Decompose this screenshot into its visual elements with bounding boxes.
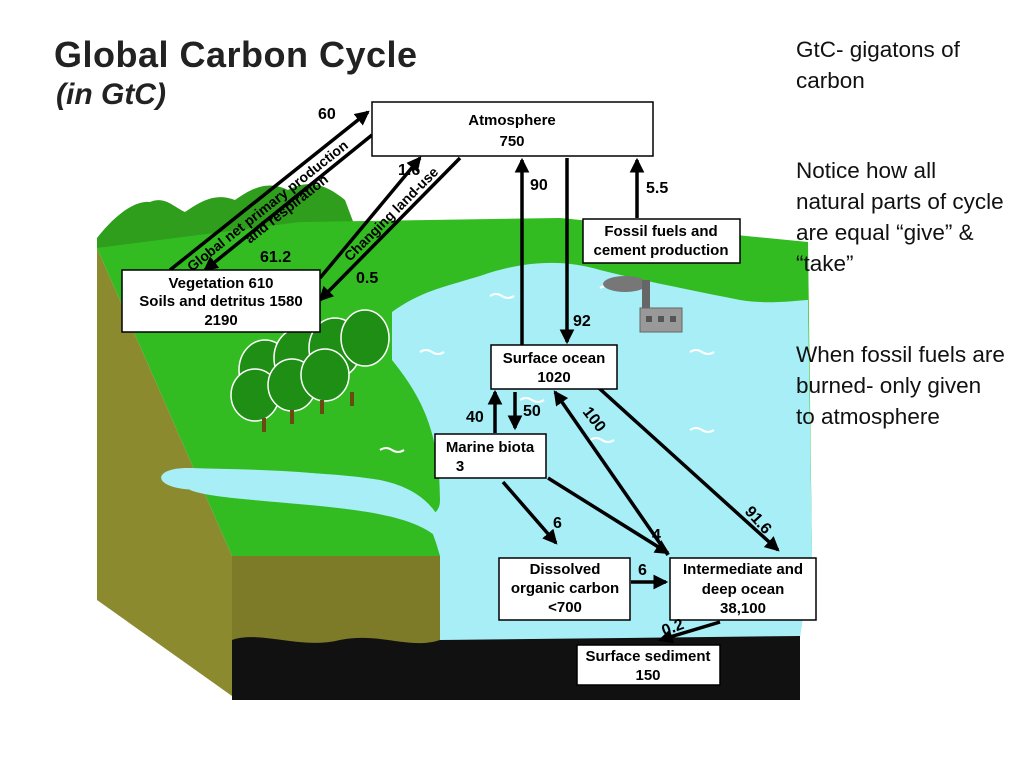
doc-line-3: <700 <box>548 599 582 616</box>
note-fossil-fuels: When fossil fuels are burned- only given… <box>796 342 1005 429</box>
vegetation-line-2: Soils and detritus 1580 <box>139 293 302 310</box>
vegetation-line-3: 2190 <box>204 312 237 329</box>
atmosphere-box: Atmosphere 750 <box>371 101 654 157</box>
flow-npp-down-value: 61.2 <box>260 249 291 266</box>
deep-ocean-line-2: deep ocean <box>702 581 785 598</box>
flow-landuse-down-value: 0.5 <box>356 270 378 287</box>
surface-ocean-value: 1020 <box>537 369 570 386</box>
fossil-fuels-line-2: cement production <box>593 242 728 259</box>
sediment-label: Surface sediment <box>585 648 710 665</box>
flow-biota-up-value: 40 <box>466 409 484 426</box>
flow-ocean-up-value: 90 <box>530 177 548 194</box>
arrow-npp-up <box>168 110 370 272</box>
page-title: Global Carbon Cycle <box>54 34 418 75</box>
marine-biota-box: Marine biota 3 <box>434 433 547 479</box>
river <box>190 468 440 540</box>
surface-sediment-box: Surface sediment 150 <box>576 644 721 686</box>
sediment-value: 150 <box>635 667 660 684</box>
arrow-biota-to-deep <box>547 476 670 555</box>
dissolved-organic-carbon-box: Dissolved organic carbon <700 <box>498 557 631 621</box>
deep-ocean-line-3: 38,100 <box>720 600 766 617</box>
doc-line-1: Dissolved <box>530 561 601 578</box>
page-subtitle: (in GtC) <box>56 78 166 111</box>
flow-npp-up-value: 60 <box>318 106 336 123</box>
flow-biota-deep-value: 4 <box>652 527 661 544</box>
flow-fossil-up-value: 5.5 <box>646 180 668 197</box>
unit-note: GtC- gigatons of carbon <box>796 37 960 93</box>
arrow-deep-down <box>588 378 780 552</box>
factory-icon <box>603 276 683 333</box>
fossil-fuels-box: Fossil fuels and cement production <box>582 218 741 264</box>
arrow-deep-up <box>553 390 670 556</box>
atmosphere-value: 750 <box>499 133 524 150</box>
vegetation-line-1: Vegetation 610 <box>168 275 273 292</box>
flow-biota-doc-value: 6 <box>553 515 562 532</box>
fossil-fuels-line-1: Fossil fuels and <box>604 223 717 240</box>
vegetation-box: Vegetation 610 Soils and detritus 1580 2… <box>121 269 321 333</box>
soil-left-face <box>97 248 232 696</box>
marine-biota-value: 3 <box>456 458 464 475</box>
deep-ocean-line-1: Intermediate and <box>683 561 803 578</box>
arrow-npp-down <box>203 133 374 272</box>
flow-ocean-down-value: 92 <box>573 313 591 330</box>
flow-biota-down-value: 50 <box>523 403 541 420</box>
flow-doc-deep-value: 6 <box>638 562 647 579</box>
atmosphere-label: Atmosphere <box>468 112 556 129</box>
marine-biota-label: Marine biota <box>446 439 535 456</box>
deep-ocean-box: Intermediate and deep ocean 38,100 <box>669 557 817 621</box>
flow-landuse-up-value: 1.6 <box>398 162 420 179</box>
arrow-deep-to-sed <box>657 620 721 644</box>
flow-arrows <box>168 110 780 644</box>
surface-ocean-box: Surface ocean 1020 <box>490 344 618 390</box>
surface-ocean-label: Surface ocean <box>503 350 606 367</box>
flow-deep-sed-value: 0.2 <box>660 616 687 640</box>
note-give-take: Notice how all natural parts of cycle ar… <box>796 158 1004 276</box>
doc-line-2: organic carbon <box>511 580 619 597</box>
arrow-biota-to-doc <box>501 480 558 545</box>
arrow-landuse-up <box>318 156 422 280</box>
arrow-landuse-down <box>318 156 462 302</box>
trees <box>230 309 390 432</box>
